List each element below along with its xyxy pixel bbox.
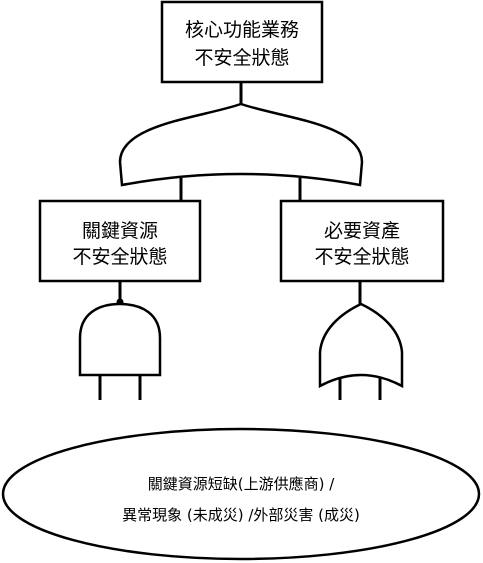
left-event-box (38, 199, 202, 283)
left-event-label-line1: 關鍵資源 (82, 220, 158, 242)
top-or-gate-icon (118, 102, 364, 187)
right-event-label-line2: 不安全狀態 (314, 246, 409, 268)
left-event-node: 關鍵資源 不安全狀態 (38, 199, 202, 283)
base-event-node: 關鍵資源短缺(上游供應商) / 異常現象 (未成災) /外部災害 (成災) (1, 427, 481, 561)
left-and-gate-icon (78, 302, 162, 377)
base-event-label-line2: 異常現象 (未成災) /外部災害 (成災) (122, 506, 360, 524)
base-event-ellipse (1, 427, 481, 561)
top-event-box (160, 0, 324, 84)
right-event-node: 必要資產 不安全狀態 (279, 199, 445, 283)
right-or-gate-icon (318, 302, 404, 389)
right-event-label-line1: 必要資產 (324, 220, 400, 242)
base-event-label-line1: 關鍵資源短缺(上游供應商) / (148, 475, 335, 493)
left-event-label-line2: 不安全狀態 (72, 246, 167, 268)
top-event-label-line1: 核心功能業務 (185, 19, 299, 41)
right-event-box (279, 199, 445, 283)
top-event-node: 核心功能業務 不安全狀態 (160, 0, 324, 84)
top-event-label-line2: 不安全狀態 (194, 47, 289, 69)
